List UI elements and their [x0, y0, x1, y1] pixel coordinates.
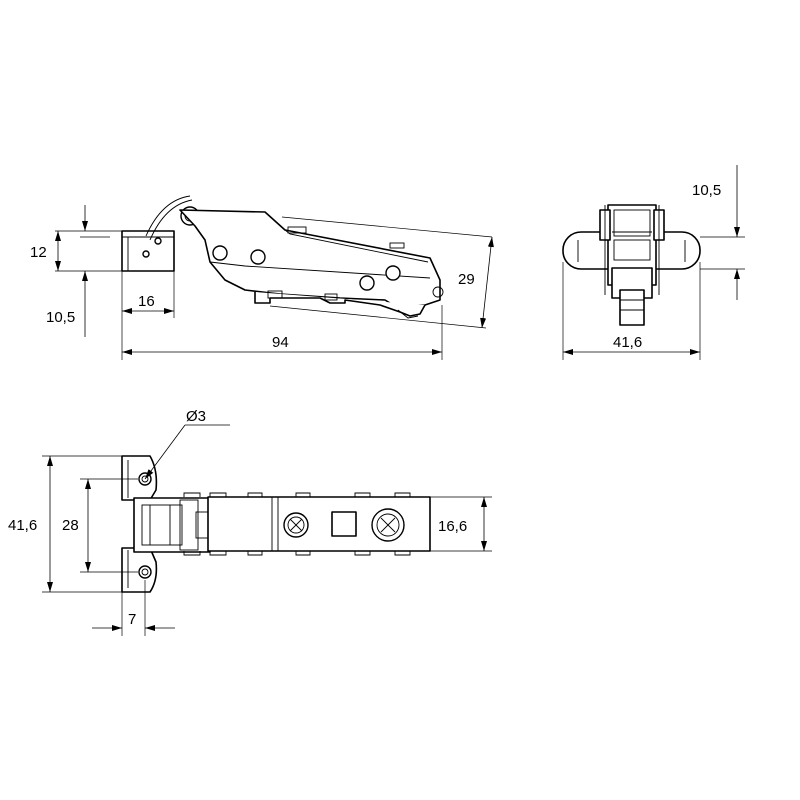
dim-hole-spacing: 28 [62, 517, 79, 534]
dim-offset-upper: 10,5 [692, 182, 721, 199]
arm-hole-icon [359, 275, 375, 291]
cup-hole-icon [154, 237, 162, 245]
screw-hole-lower-icon [138, 565, 152, 579]
arm-stem-front [619, 289, 645, 326]
adjustment-screw-icon [371, 508, 405, 542]
adjustment-screw-icon [283, 512, 309, 538]
dim-bracket-height: 12 [30, 244, 47, 261]
arm-hole-icon [250, 249, 266, 265]
dim-total-length: 94 [272, 334, 289, 351]
dim-offset-lower: 10,5 [46, 309, 75, 326]
dim-front-width: 41,6 [613, 334, 642, 351]
dim-cup-offset: 16 [138, 293, 155, 310]
dim-arm-height: 29 [458, 271, 475, 288]
arm-hole-icon [385, 265, 401, 281]
dim-plate-width: 16,6 [438, 518, 467, 535]
dim-hole-diameter: Ø3 [186, 408, 206, 425]
arm-foot-side [254, 292, 426, 317]
arm-hole-icon [212, 245, 228, 261]
cup-hole-icon [142, 250, 150, 258]
top-view: Ø3 41,6 28 7 16,6 [8, 408, 492, 636]
hinge-arm-side [179, 209, 441, 307]
front-view: 10,5 41,6 [562, 165, 745, 360]
cup-body-top [133, 497, 211, 553]
square-slot-icon [331, 511, 357, 537]
dim-edge-offset: 7 [128, 611, 136, 628]
side-view: 12 10,5 16 94 29 [30, 195, 494, 360]
dim-top-width: 41,6 [8, 517, 37, 534]
